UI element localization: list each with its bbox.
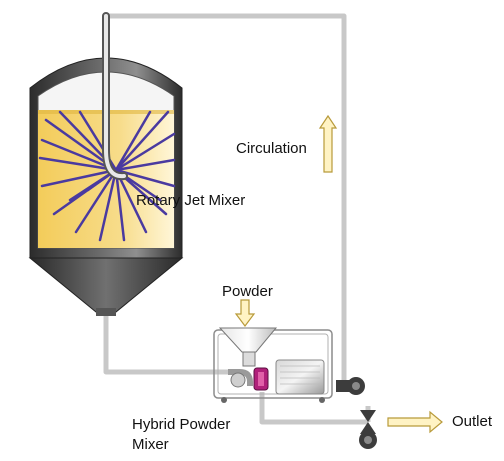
rotary-jet-mixer-label: Rotary Jet Mixer: [136, 192, 246, 209]
powder-arrow-icon: [234, 299, 256, 327]
circulation-label: Circulation: [236, 140, 307, 157]
outlet-label: Outlet: [452, 413, 493, 430]
hybrid-powder-mixer-label-line2: Mixer: [132, 436, 169, 453]
circulation-pump-icon: [336, 377, 365, 395]
tank-outlet-pipe: [103, 312, 232, 375]
hybrid-powder-mixer: [213, 327, 333, 403]
hybrid-powder-mixer-label-line1: Hybrid Powder: [132, 416, 231, 433]
valve-icon: [359, 410, 377, 449]
mixer-discharge-pipe: [259, 392, 371, 425]
circulation-arrow-icon: [318, 114, 338, 173]
rotary-jet-mixer-icon: [38, 12, 176, 242]
powder-label: Powder: [222, 283, 273, 300]
outlet-arrow-icon: [387, 410, 443, 434]
